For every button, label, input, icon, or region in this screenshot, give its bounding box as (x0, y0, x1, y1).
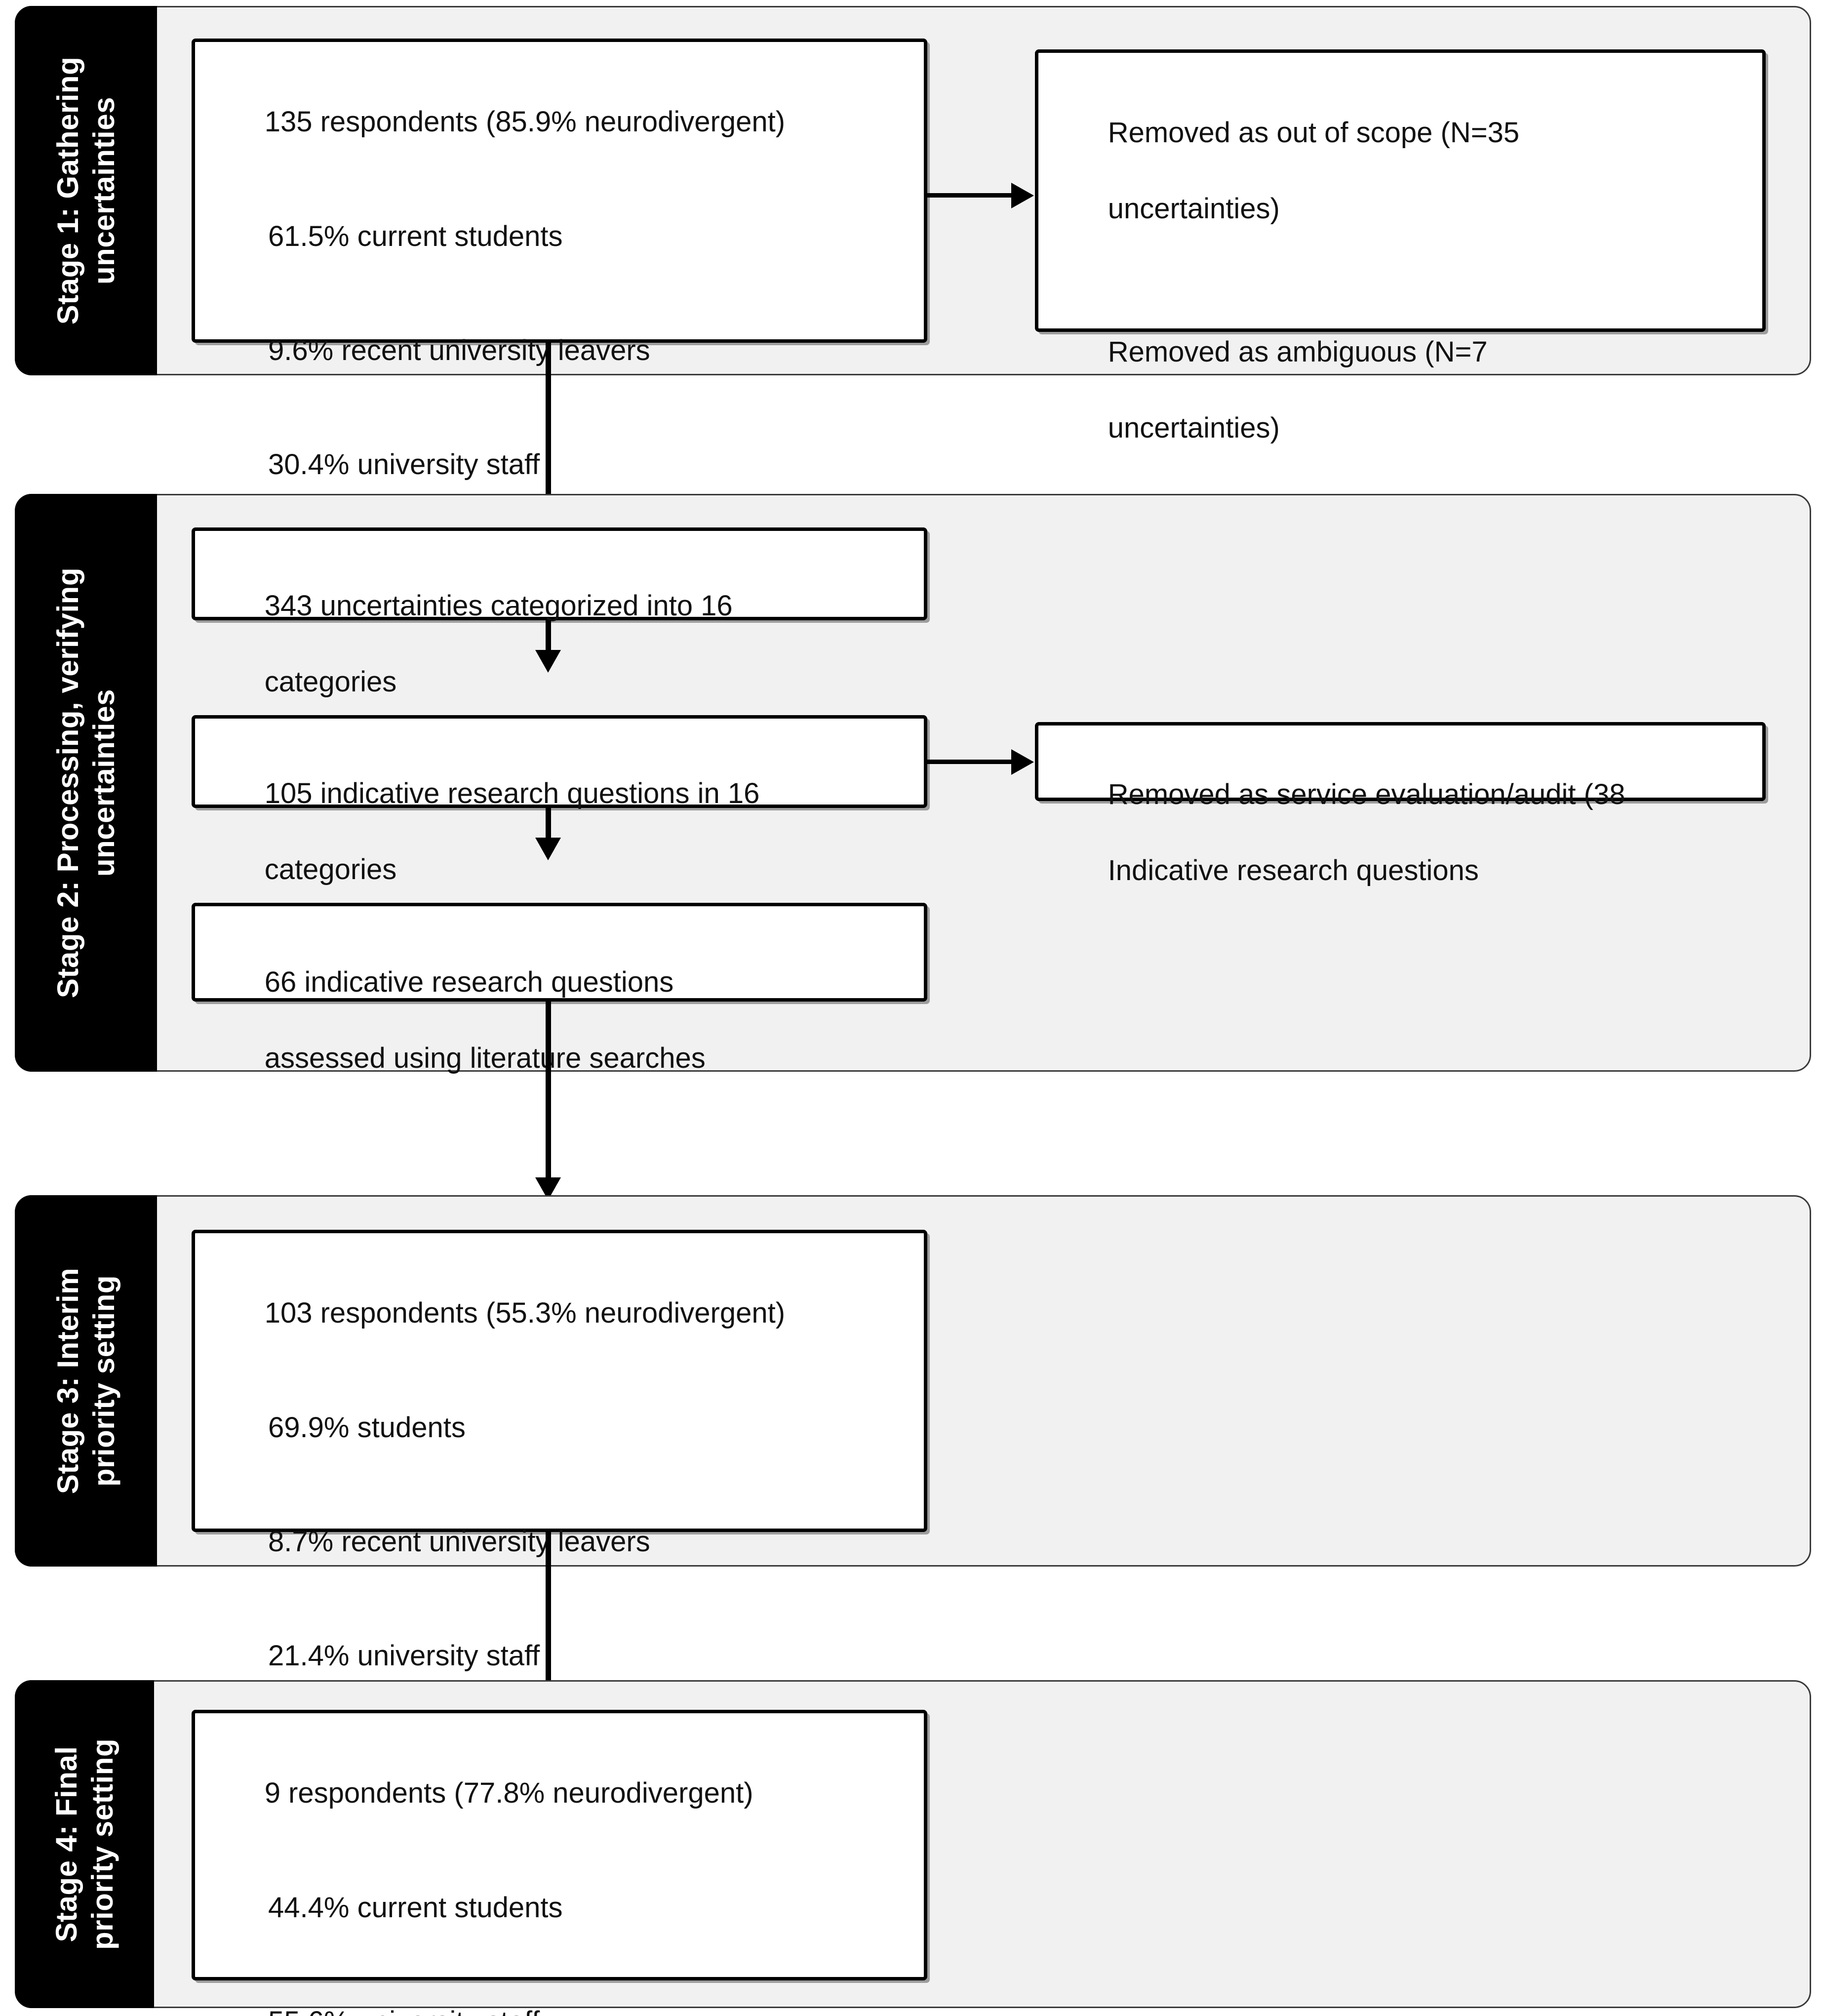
literature-searches-box: 66 indicative research questions assesse… (192, 903, 927, 1074)
stage-2-label-line1: Stage 2: Processing, verifying (51, 567, 84, 998)
line: 61.5% current students (268, 220, 563, 252)
connector-stage1-to-stage2 (546, 343, 551, 523)
respondents-and-uncertainties-text: 135 respondents (85.9% neurodivergent) 6… (217, 65, 909, 703)
connector-stage2-to-removed (927, 760, 1013, 764)
spacer (1060, 266, 1747, 295)
line: 105 indicative research questions in 16 (264, 777, 760, 810)
stage-1-label-strip: Stage 1: Gathering uncertainties (15, 6, 157, 375)
line: 103 respondents (55.3% neurodivergent) (264, 1297, 786, 1330)
respondents-and-uncertainties-box: 135 respondents (85.9% neurodivergent) 6… (192, 39, 927, 662)
stage-3-label-line1: Stage 3: Interim (51, 1267, 84, 1494)
line: Indicative research questions (1108, 854, 1479, 887)
line: Removed as ambiguous (N=7 (1108, 335, 1488, 368)
line: 8.7% recent university leavers (268, 1525, 650, 1558)
stage-3-label-text: Stage 3: Interim priority setting (50, 1268, 122, 1494)
stage-3-label-line2: priority setting (87, 1275, 120, 1487)
stage-1-label-line2: uncertainties (87, 97, 120, 284)
interim-respondents-box: 103 respondents (55.3% neurodivergent) 6… (192, 1230, 927, 1853)
line: 55.6% university staff (217, 2003, 909, 2016)
line: assessed using literature searches (264, 1042, 706, 1075)
connector-stage1-to-removed (927, 193, 1013, 198)
removed-uncertainties-text: Removed as out of scope (N=35 uncertaint… (1060, 76, 1747, 485)
stage-2-label-strip: Stage 2: Processing, verifying uncertain… (15, 494, 157, 1072)
line: categories (264, 853, 397, 886)
line: Removed as out of scope (N=35 (1108, 117, 1520, 149)
line: uncertainties) (1108, 193, 1280, 225)
line: 9 respondents (77.8% neurodivergent) (264, 1777, 753, 1810)
removed-uncertainties-box: Removed as out of scope (N=35 uncertaint… (1035, 49, 1766, 444)
line: 66 indicative research questions (264, 966, 674, 999)
line: 135 respondents (85.9% neurodivergent) (264, 106, 786, 138)
stage-4-label-strip: Stage 4: Final priority setting (15, 1680, 154, 2008)
stage-1-label-line1: Stage 1: Gathering (51, 56, 84, 325)
removed-service-evaluation-text: Removed as service evaluation/audit (38 … (1060, 737, 1747, 928)
connector-indicative-to-assessed (546, 808, 551, 853)
stage-2-label-line2: uncertainties (87, 689, 120, 877)
line: 343 uncertainties categorized into 16 (264, 590, 733, 622)
connector-stage2-to-stage3 (546, 1002, 551, 1197)
stage-3-label-strip: Stage 3: Interim priority setting (15, 1195, 157, 1567)
uncertainties-categorized-box: 343 uncertainties categorized into 16 ca… (192, 527, 927, 698)
line: 21.4% university staff (268, 1640, 540, 1672)
stage-2-label-text: Stage 2: Processing, verifying uncertain… (50, 567, 122, 998)
removed-service-evaluation-box: Removed as service evaluation/audit (38 … (1035, 722, 1766, 887)
arrow-right-stage1-removed (1011, 183, 1034, 208)
line: 9.6% recent university leavers (268, 334, 650, 366)
indicative-research-questions-box: 105 indicative research questions in 16 … (192, 715, 927, 886)
indicative-research-questions-text: 105 indicative research questions in 16 … (217, 736, 909, 927)
line: Removed as service evaluation/audit (38 (1108, 778, 1625, 811)
final-respondents-text: 9 respondents (77.8% neurodivergent) 44.… (217, 1736, 909, 2016)
line: uncertainties) (1108, 412, 1280, 444)
arrow-down-indicative-assessed (535, 838, 561, 860)
stage-1-label-text: Stage 1: Gathering uncertainties (50, 57, 122, 324)
literature-searches-text: 66 indicative research questions assesse… (217, 925, 909, 1116)
stage-4-label-text: Stage 4: Final priority setting (48, 1738, 120, 1950)
final-respondents-box: 9 respondents (77.8% neurodivergent) 44.… (192, 1710, 927, 2016)
stage-4-label-line1: Stage 4: Final (49, 1746, 83, 1942)
arrow-right-stage2-removed (1011, 749, 1034, 775)
connector-categorized-to-indicative (546, 620, 551, 666)
line: 69.9% students (268, 1411, 466, 1444)
line: categories (264, 666, 397, 698)
arrow-down-categorized-indicative (535, 650, 561, 673)
connector-stage3-to-stage4 (546, 1532, 551, 1716)
stage-4-label-line2: priority setting (86, 1738, 119, 1950)
uncertainties-categorized-text: 343 uncertainties categorized into 16 ca… (217, 549, 909, 739)
line: 30.4% university staff (268, 448, 540, 481)
line: 44.4% current students (268, 1891, 563, 1924)
